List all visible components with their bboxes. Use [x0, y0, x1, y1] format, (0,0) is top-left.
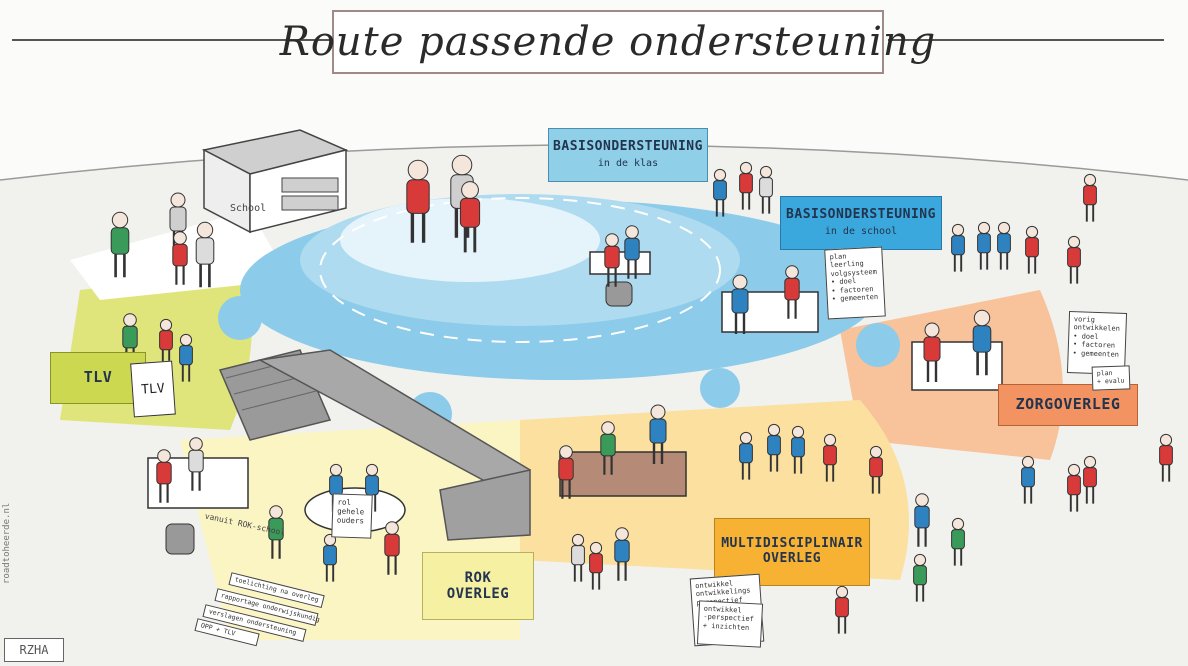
person-figure: [835, 585, 849, 634]
author-logo: RZHA: [4, 638, 64, 662]
table-klas: [589, 251, 651, 275]
label-tlv: TLV: [50, 352, 146, 404]
person-figure: [1067, 235, 1081, 284]
person-figure: [951, 223, 965, 272]
person-figure: [951, 517, 965, 566]
school-building: [201, 129, 349, 234]
page-title: Route passende ondersteuning: [279, 19, 937, 65]
person-figure: [614, 527, 630, 581]
school-label: School: [230, 203, 267, 214]
person-figure: [1159, 433, 1173, 482]
label-tlv-text: TLV: [83, 368, 113, 387]
note-line: + evalu: [1096, 376, 1125, 386]
person-figure: [997, 221, 1011, 270]
person-figure: [406, 159, 430, 243]
person-figure: [600, 421, 616, 475]
person-figure: [159, 318, 173, 367]
note-line: • gemeenten: [831, 292, 879, 304]
person-figure: [767, 423, 781, 472]
person-figure: [571, 533, 585, 582]
note-plan-school: plan leerling volgsysteem • doel • facto…: [824, 246, 886, 320]
note-line: ouders: [336, 515, 365, 526]
pond-knob-bottom-right: [700, 368, 740, 408]
person-figure: [589, 541, 603, 590]
label-rok-line2: OVERLEG: [446, 586, 510, 602]
person-figure: [713, 168, 727, 217]
person-figure: [558, 445, 574, 499]
person-figure: [1083, 173, 1097, 222]
note-multi-2: ontwikkel -perspectief + inzichten: [696, 600, 764, 648]
person-figure: [110, 211, 130, 278]
label-multi-line2: OVERLEG: [762, 551, 822, 566]
tlv-card: TLV: [130, 360, 176, 418]
person-figure: [1067, 463, 1081, 512]
pond-knob-right: [856, 323, 900, 367]
person-figure: [122, 313, 138, 367]
bridge-right: [257, 349, 531, 541]
label-basisondersteuning-klas: BASISONDERSTEUNING in de klas: [548, 128, 708, 182]
person-figure: [172, 231, 188, 285]
credit-text: roadtoheerde.nl: [2, 502, 12, 584]
note-rok: rol gehele ouders: [331, 493, 373, 539]
label-multi-line1: MULTIDISCIPLINAIR: [721, 536, 863, 552]
person-figure: [759, 165, 773, 214]
backpack-klas: [605, 281, 633, 307]
person-figure: [791, 425, 805, 474]
pond-knob-left: [218, 296, 262, 340]
note-line: + inzichten: [702, 621, 750, 632]
person-figure: [604, 233, 620, 287]
person-figure: [268, 505, 284, 559]
person-figure: [977, 221, 991, 270]
label-zorgoverleg-text: ZORGOVERLEG: [1015, 395, 1121, 414]
table-multi: [559, 451, 687, 497]
person-figure: [972, 309, 992, 376]
person-figure: [739, 431, 753, 480]
person-figure: [923, 322, 941, 382]
person-figure: [823, 433, 837, 482]
person-figure: [179, 333, 193, 382]
person-figure: [1021, 455, 1035, 504]
pond-inner: [340, 198, 600, 282]
person-figure: [384, 521, 400, 575]
person-figure: [188, 437, 204, 491]
person-figure: [624, 225, 640, 279]
person-figure: [784, 265, 800, 319]
label-rok-line1: ROK: [464, 569, 492, 586]
person-figure: [731, 274, 749, 334]
label-zorgoverleg: ZORGOVERLEG: [998, 384, 1138, 426]
pond-dash: [319, 197, 721, 343]
title-box: Route passende ondersteuning: [280, 10, 935, 74]
person-figure: [869, 445, 883, 494]
label-basis-klas-sub: in de klas: [597, 158, 659, 170]
person-figure: [649, 404, 667, 464]
person-figure: [156, 449, 172, 503]
label-rok-overleg: ROK OVERLEG: [422, 552, 534, 620]
backpack: [165, 523, 195, 555]
person-figure: [1025, 225, 1039, 274]
person-figure: [913, 553, 927, 602]
title-line-right: [888, 39, 1164, 41]
people-group: [110, 154, 1173, 634]
label-basisondersteuning-school: BASISONDERSTEUNING in de school: [780, 196, 942, 250]
title-line-left: [12, 39, 330, 41]
person-figure: [195, 221, 215, 288]
label-basis-school-sub: in de school: [824, 226, 898, 238]
person-figure: [914, 493, 930, 547]
note-line: • gemeenten: [1072, 348, 1120, 359]
person-figure: [739, 161, 753, 210]
label-basis-klas-title: BASISONDERSTEUNING: [553, 139, 703, 155]
note-plan-zorg-small: plan + evalu: [1091, 365, 1131, 391]
person-figure: [459, 181, 481, 253]
person-figure: [1083, 455, 1097, 504]
label-basis-school-title: BASISONDERSTEUNING: [786, 207, 936, 223]
